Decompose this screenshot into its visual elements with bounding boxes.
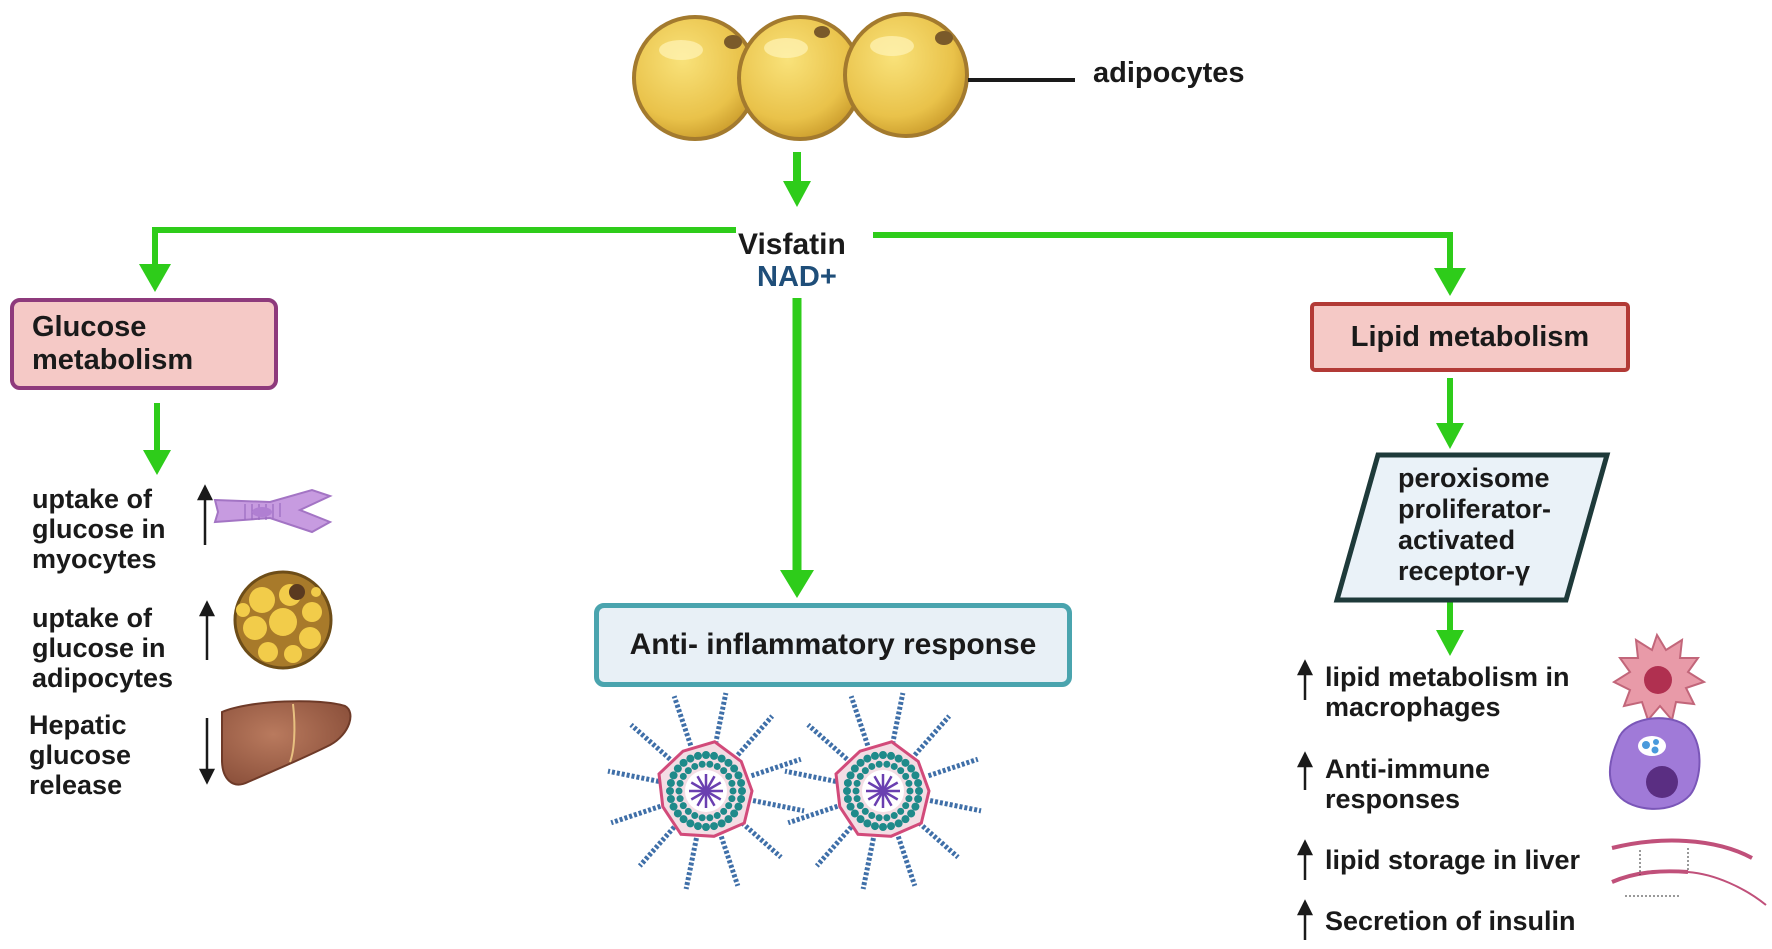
macrophage-icon (1611, 632, 1707, 723)
pparg-line: peroxisome (1398, 463, 1550, 493)
glucose-effect-hepatic: Hepatic glucose release (29, 710, 131, 800)
effect-line: glucose (29, 740, 132, 770)
lipid-effect-macrophages: lipid metabolism in macrophages (1325, 662, 1570, 722)
effect-line: Hepatic (29, 710, 127, 740)
lipid-effect-anti-immune: Anti-immune responses (1325, 754, 1490, 814)
lipid-effect-insulin: Secretion of insulin (1325, 906, 1576, 936)
lipid-direction-arrows (1296, 659, 1314, 940)
pparg-line: activated (1398, 525, 1516, 555)
adipocytes-label: adipocytes (1093, 57, 1245, 89)
myocyte-icon (213, 488, 333, 534)
adipocyte-cluster-icon (632, 12, 969, 141)
effect-line: lipid metabolism in (1325, 662, 1570, 692)
effect-line: macrophages (1325, 692, 1501, 722)
glucose-effect-adipocytes: uptake of glucose in adipocytes (32, 603, 173, 693)
effect-line: myocytes (32, 544, 157, 574)
lipid-metabolism-label: Lipid metabolism (1350, 320, 1590, 353)
glucose-direction-arrows (196, 484, 216, 785)
effect-line: Secretion of insulin (1325, 906, 1576, 936)
effect-line: glucose in (32, 514, 166, 544)
glucose-metabolism-box: Glucose metabolism (10, 298, 278, 390)
flow-arrows (139, 152, 1466, 656)
lipid-metabolism-box: Lipid metabolism (1310, 302, 1630, 372)
lipid-effect-liver-storage: lipid storage in liver (1325, 845, 1580, 875)
pparg-label: peroxisome proliferator- activated recep… (1398, 463, 1551, 587)
glucose-effect-myocytes: uptake of glucose in myocytes (32, 484, 166, 574)
effect-line: uptake of (32, 603, 153, 633)
anti-inflammatory-box: Anti- inflammatory response (594, 603, 1072, 687)
insulin-chain-icon (1611, 838, 1767, 906)
pparg-line: proliferator- (1398, 494, 1552, 524)
effect-line: responses (1325, 784, 1461, 814)
effect-line: Anti-immune (1325, 754, 1490, 784)
effect-line: glucose in (32, 633, 166, 663)
anti-inflammatory-label: Anti- inflammatory response (629, 628, 1037, 661)
adipocyte-icon (233, 570, 333, 670)
effect-line: release (29, 770, 123, 800)
glucose-metabolism-line: metabolism (32, 344, 194, 376)
visfatin-label: Visfatin (738, 228, 846, 261)
effect-line: uptake of (32, 484, 153, 514)
liver-icon (221, 700, 352, 786)
glucose-metabolism-line: Glucose (32, 311, 147, 343)
effect-line: lipid storage in liver (1325, 845, 1581, 875)
micelle-icon (784, 692, 982, 890)
effect-line: adipocytes (32, 663, 174, 693)
immune-cell-icon (1609, 717, 1701, 810)
micelle-icon (607, 692, 805, 890)
nad-label: NAD+ (757, 261, 837, 293)
pparg-parallelogram (1333, 452, 1611, 603)
pparg-line: receptor-γ (1398, 556, 1531, 586)
